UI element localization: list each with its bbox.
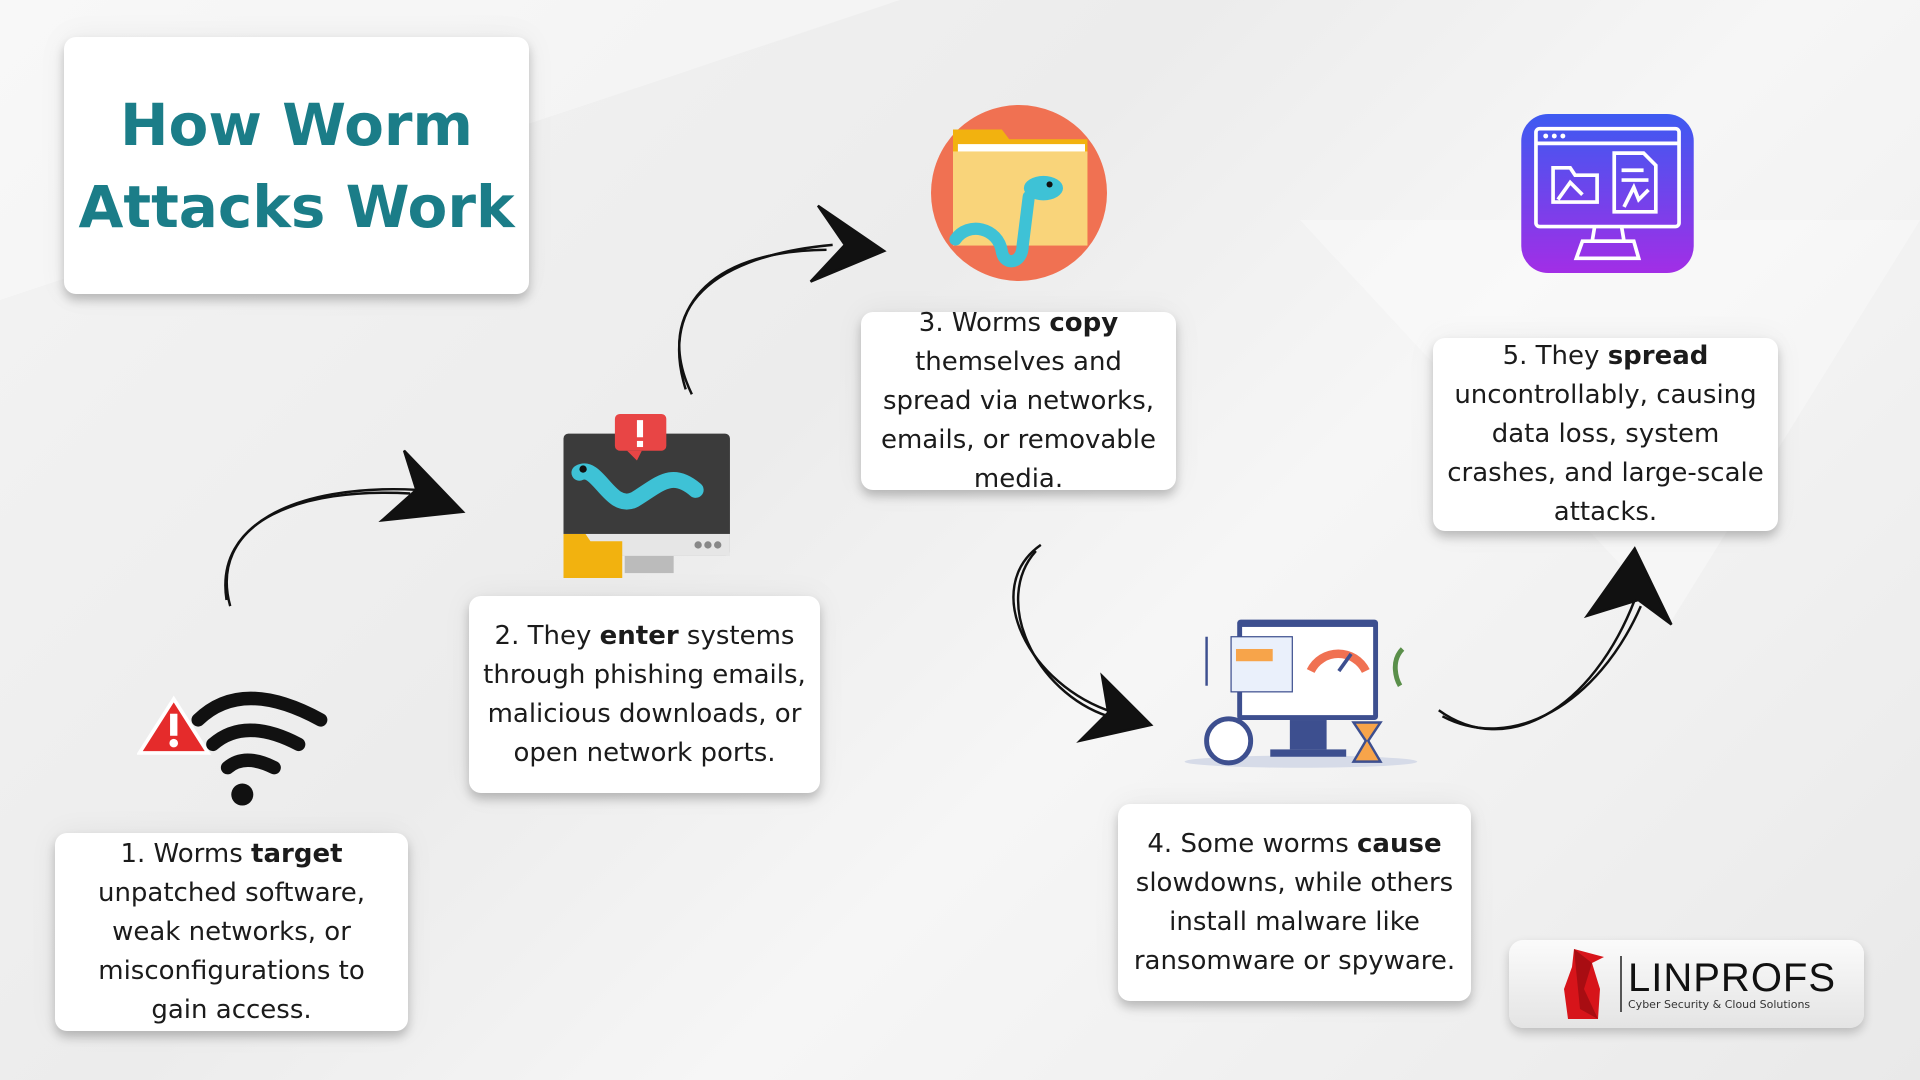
step-2-text: 2. They bbox=[494, 620, 600, 651]
step-5-text-rest: uncontrollably, causing data loss, syste… bbox=[1447, 380, 1764, 527]
step-2-keyword: enter bbox=[599, 620, 679, 651]
step-5-text: 5. They bbox=[1502, 341, 1608, 371]
step-1-card: 1. Worms target unpatched software, weak… bbox=[55, 833, 408, 1031]
step-1-keyword: target bbox=[251, 838, 343, 869]
compromised-computer-icon bbox=[1521, 114, 1694, 273]
logo-name: LINPROFS bbox=[1628, 955, 1837, 1000]
arrow-3 bbox=[1012, 543, 1154, 743]
page-title: How Worm Attacks Work bbox=[64, 37, 529, 294]
step-3-keyword: copy bbox=[1049, 307, 1119, 338]
step-4-card: 4. Some worms cause slowdowns, while oth… bbox=[1118, 804, 1471, 1001]
arrow-2 bbox=[677, 204, 887, 395]
logo-divider bbox=[1620, 956, 1622, 1012]
wifi-warning-icon bbox=[137, 691, 328, 806]
step-2-card: 2. They enter systems through phishing e… bbox=[469, 596, 820, 793]
arrow-1 bbox=[224, 449, 466, 607]
step-5-card: 5. They spread uncontrollably, causing d… bbox=[1433, 338, 1778, 531]
step-4-text: 4. Some worms bbox=[1147, 828, 1358, 859]
penguin-logo-icon bbox=[1564, 949, 1604, 1019]
step-3-text: 3. Worms bbox=[918, 307, 1050, 338]
step-3-card: 3. Worms copy themselves and spread via … bbox=[861, 308, 1176, 494]
step-3-text-rest: themselves and spread via networks, emai… bbox=[880, 346, 1157, 494]
slow-dashboard-icon bbox=[1184, 619, 1418, 768]
step-4-keyword: cause bbox=[1357, 828, 1442, 859]
step-2-text-rest: systems through phishing emails, malicio… bbox=[483, 620, 806, 768]
worm-folder-icon bbox=[931, 105, 1107, 281]
step-5-keyword: spread bbox=[1607, 341, 1709, 371]
linprofs-logo: LINPROFS Cyber Security & Cloud Solution… bbox=[1509, 940, 1864, 1028]
logo-tagline: Cyber Security & Cloud Solutions bbox=[1628, 997, 1811, 1011]
infected-monitor-icon bbox=[563, 414, 730, 578]
step-4-text-rest: slowdowns, while others install malware … bbox=[1133, 867, 1456, 976]
step-1-text-rest: unpatched software, weak networks, or mi… bbox=[97, 877, 366, 1025]
step-1-text: 1. Worms bbox=[120, 838, 252, 869]
